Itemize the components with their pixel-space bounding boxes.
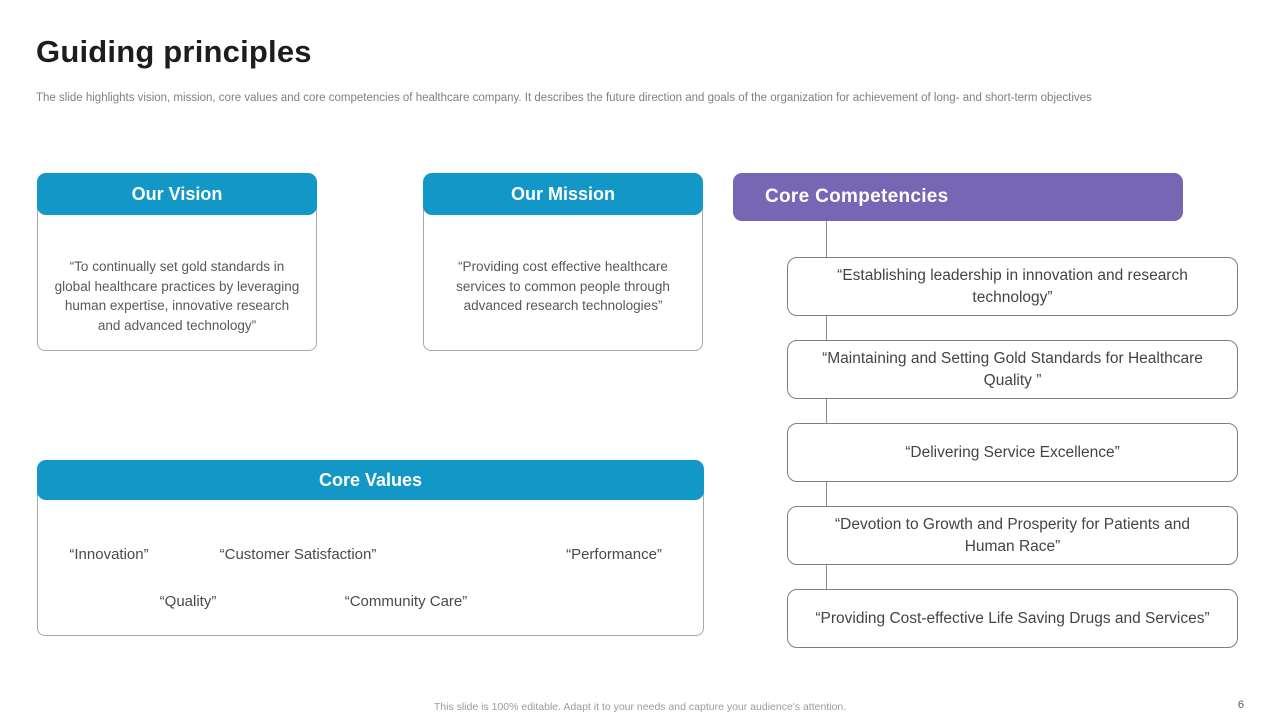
core-value-quality: “Quality” bbox=[159, 593, 217, 610]
vision-body: “To continually set gold standards in gl… bbox=[37, 193, 317, 351]
mission-panel: “Providing cost effective healthcare ser… bbox=[423, 173, 703, 351]
core-value-customer-satisfaction: “Customer Satisfaction” bbox=[219, 546, 377, 563]
competency-box-cost-effective: “Providing Cost-effective Life Saving Dr… bbox=[787, 589, 1238, 648]
core-value-community-care: “Community Care” bbox=[344, 593, 468, 610]
mission-header: Our Mission bbox=[423, 173, 703, 215]
vision-header: Our Vision bbox=[37, 173, 317, 215]
slide-footer-note: This slide is 100% editable. Adapt it to… bbox=[433, 701, 847, 713]
competency-box-standards: “Maintaining and Setting Gold Standards … bbox=[787, 340, 1238, 399]
connector-line bbox=[826, 221, 827, 589]
vision-panel: “To continually set gold standards in gl… bbox=[37, 173, 317, 351]
core-value-performance: “Performance” bbox=[566, 546, 662, 563]
core-value-innovation: “Innovation” bbox=[69, 546, 149, 563]
core-competencies-header: Core Competencies bbox=[733, 173, 1183, 221]
competency-box-leadership: “Establishing leadership in innovation a… bbox=[787, 257, 1238, 316]
core-values-body: “Innovation” “Customer Satisfaction” “Pe… bbox=[37, 480, 704, 636]
competency-box-excellence: “Delivering Service Excellence” bbox=[787, 423, 1238, 482]
core-values-header: Core Values bbox=[37, 460, 704, 500]
competency-box-devotion: “Devotion to Growth and Prosperity for P… bbox=[787, 506, 1238, 565]
page-title: Guiding principles bbox=[36, 34, 312, 69]
vision-text: “To continually set gold standards in gl… bbox=[54, 259, 300, 333]
mission-body: “Providing cost effective healthcare ser… bbox=[423, 193, 703, 351]
slide-subtitle: The slide highlights vision, mission, co… bbox=[36, 92, 1092, 104]
mission-text: “Providing cost effective healthcare ser… bbox=[456, 259, 670, 314]
core-values-panel: “Innovation” “Customer Satisfaction” “Pe… bbox=[37, 460, 704, 636]
page-number: 6 bbox=[1237, 699, 1244, 711]
